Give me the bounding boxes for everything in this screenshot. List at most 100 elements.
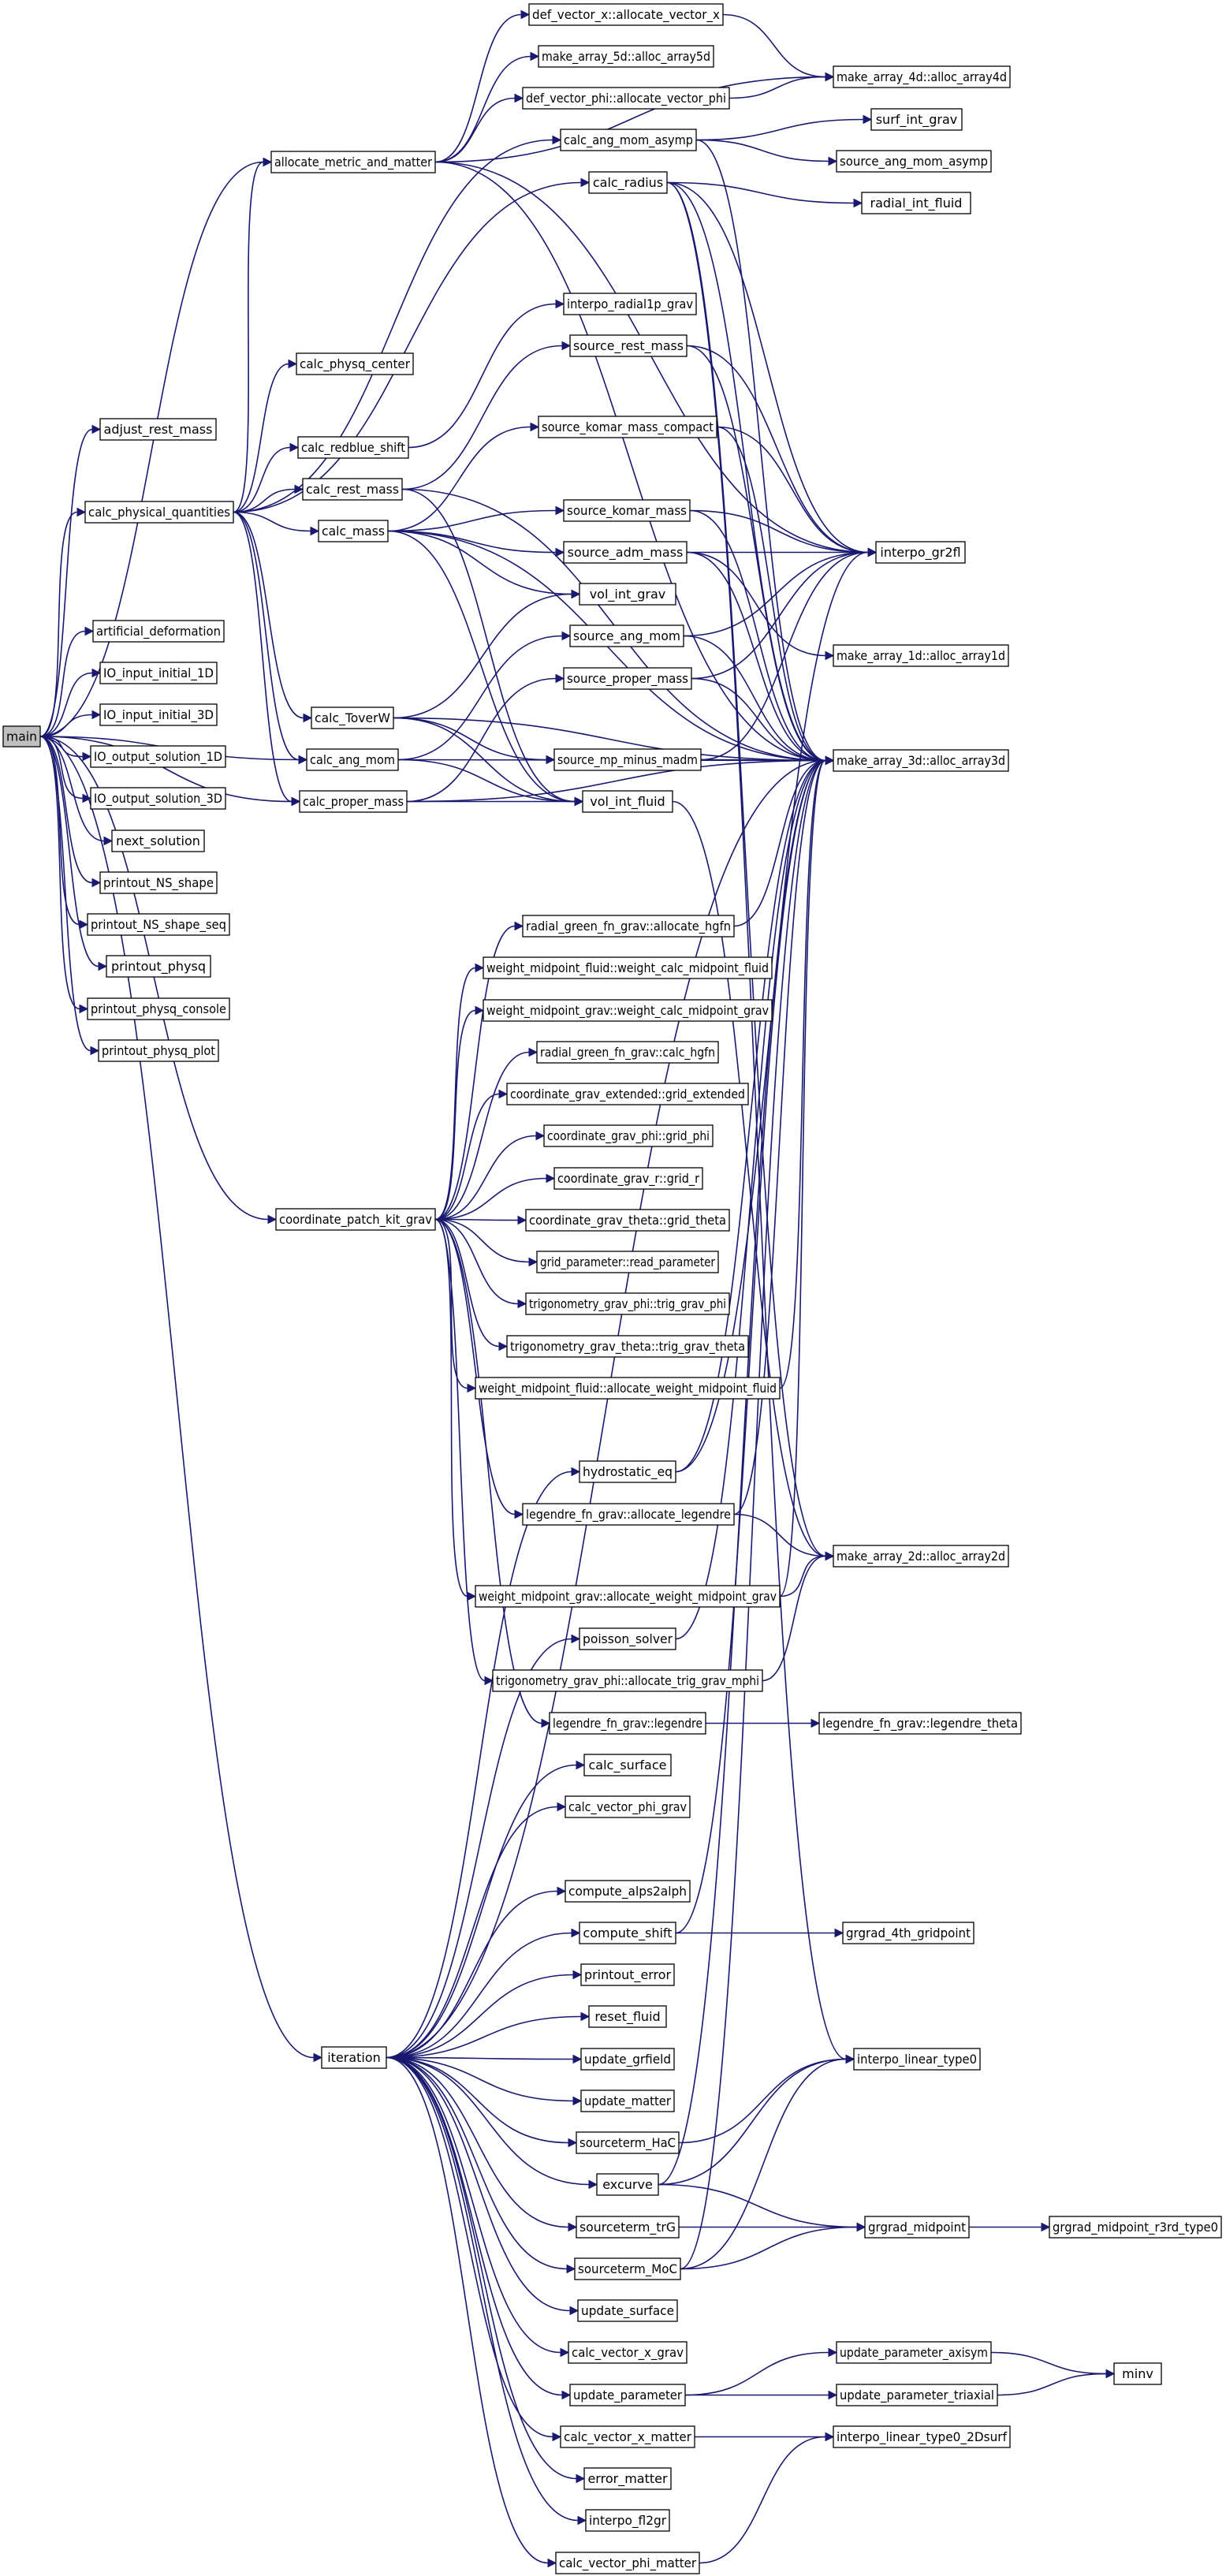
call-edge [393,589,581,719]
call-graph-node-io-input-initial-3d[interactable]: IO_input_initial_3D [99,703,218,726]
call-graph-node-update-grfield[interactable]: update_grfield [580,2048,675,2071]
call-graph-node-calc-ang-mom-asymp[interactable]: calc_ang_mom_asymp [560,129,697,151]
call-graph-node-calc-proper-mass[interactable]: calc_proper_mass [299,790,408,813]
call-graph-node-radial-int-fluid[interactable]: radial_int_fluid [861,192,971,214]
call-graph-node-calc-rest-mass[interactable]: calc_rest_mass [302,478,403,501]
call-graph-node-coordinate-patch-kit-grav[interactable]: coordinate_patch_kit_grav [275,1208,436,1231]
call-graph-node-printout-physq[interactable]: printout_physq [106,955,211,978]
call-graph-node-tgp-alloc[interactable]: trigonometry_grav_phi::allocate_trig_gra… [492,1669,763,1692]
call-graph-node-rgf-allocate-hgfn[interactable]: radial_green_fn_grav::allocate_hgfn [522,915,735,938]
call-graph-node-adjust-rest-mass[interactable]: adjust_rest_mass [99,418,217,441]
call-graph-node-interpo-radial1p-grav[interactable]: interpo_radial1p_grav [563,293,697,315]
call-graph-node-io-input-initial-1d[interactable]: IO_input_initial_1D [99,662,218,684]
call-graph-node-tgp-trig[interactable]: trigonometry_grav_phi::trig_grav_phi [525,1292,730,1315]
call-graph-node-cgp-grid[interactable]: coordinate_grav_phi::grid_phi [543,1124,714,1147]
call-graph-node-io-output-solution-3d[interactable]: IO_output_solution_3D [90,787,226,810]
call-graph-node-allocate-metric-and-matter[interactable]: allocate_metric_and_matter [270,151,436,173]
call-graph-node-calc-vector-x-grav[interactable]: calc_vector_x_grav [568,2341,688,2364]
call-graph-node-def-vector-phi[interactable]: def_vector_phi::allocate_vector_phi [522,87,730,110]
call-graph-node-calc-vector-phi-grav[interactable]: calc_vector_phi_grav [565,1795,691,1818]
call-graph-node-make-array-4d[interactable]: make_array_4d::alloc_array4d [833,65,1011,88]
call-graph-node-calc-physical-quantities[interactable]: calc_physical_quantities [84,501,234,524]
call-graph-node-io-output-solution-1d[interactable]: IO_output_solution_1D [90,745,226,768]
call-graph-node-update-parameter-axisym[interactable]: update_parameter_axisym [836,2341,992,2364]
call-graph-node-make-array-3d[interactable]: make_array_3d::alloc_array3d [833,749,1009,772]
call-graph-node-wmf-calc[interactable]: weight_midpoint_fluid::weight_calc_midpo… [483,956,773,979]
call-graph-node-calc-surface[interactable]: calc_surface [583,1754,672,1776]
call-graph-node-lfg-theta[interactable]: legendre_fn_grav::legendre_theta [818,1712,1022,1735]
call-graph-node-source-komar-mass[interactable]: source_komar_mass [563,499,691,522]
call-graph-node-printout-physq-plot[interactable]: printout_physq_plot [98,1039,219,1062]
call-graph-node-interpo-fl2gr[interactable]: interpo_fl2gr [585,2509,670,2532]
call-graph-node-source-komar-mass-compact[interactable]: source_komar_mass_compact [538,416,717,438]
call-graph-node-printout-error[interactable]: printout_error [580,1963,675,1986]
call-graph-node-vol-int-fluid[interactable]: vol_int_fluid [582,790,673,813]
call-graph-node-calc-ang-mom[interactable]: calc_ang_mom [306,748,399,771]
call-graph-node-make-array-1d[interactable]: make_array_1d::alloc_array1d [833,644,1009,667]
call-graph-node-tgt-trig[interactable]: trigonometry_grav_theta::trig_grav_theta [506,1335,749,1358]
node-box [296,352,414,375]
call-graph-node-lfg-legendre[interactable]: legendre_fn_grav::legendre [549,1712,706,1735]
call-graph-node-excurve[interactable]: excurve [596,2173,659,2196]
call-graph-node-rgf-calc-hgfn[interactable]: radial_green_fn_grav::calc_hgfn [536,1041,719,1064]
call-graph-node-interpo-linear-type0[interactable]: interpo_linear_type0 [853,2048,981,2071]
call-graph-node-def-vector-x[interactable]: def_vector_x::allocate_vector_x [528,3,724,26]
call-graph-node-interpo-gr2fl[interactable]: interpo_gr2fl [875,541,966,564]
call-graph-node-make-array-5d[interactable]: make_array_5d::alloc_array5d [538,45,714,68]
call-graph-node-next-solution[interactable]: next_solution [111,829,205,852]
call-graph-node-source-rest-mass[interactable]: source_rest_mass [569,334,688,357]
call-graph-node-cge-grid[interactable]: coordinate_grav_extended::grid_extended [506,1083,749,1105]
call-graph-node-update-matter[interactable]: update_matter [580,2090,675,2112]
call-graph-node-update-surface[interactable]: update_surface [577,2299,678,2322]
call-graph-node-iteration[interactable]: iteration [321,2046,387,2069]
call-graph-node-calc-vector-x-matter[interactable]: calc_vector_x_matter [560,2425,695,2448]
call-graph-node-update-parameter-triaxial[interactable]: update_parameter_triaxial [836,2384,998,2406]
call-graph-node-calc-radius[interactable]: calc_radius [588,171,668,194]
call-graph-node-wmg-calc[interactable]: weight_midpoint_grav::weight_calc_midpoi… [483,999,773,1022]
call-graph-node-sourceterm-trg[interactable]: sourceterm_trG [576,2216,680,2239]
call-graph-node-calc-mass[interactable]: calc_mass [318,520,389,542]
node-label: weight_midpoint_grav::allocate_weight_mi… [479,1589,777,1605]
call-graph-node-grgrad-midpoint[interactable]: grgrad_midpoint [864,2216,970,2239]
call-graph-node-make-array-2d[interactable]: make_array_2d::alloc_array2d [833,1545,1009,1568]
call-graph-node-wmf-alloc[interactable]: weight_midpoint_fluid::allocate_weight_m… [475,1377,781,1400]
call-graph-node-artificial-deformation[interactable]: artificial_deformation [92,620,225,643]
call-graph-node-grgrad-4th-gridpoint[interactable]: grgrad_4th_gridpoint [842,1922,974,1944]
call-graph-node-compute-shift[interactable]: compute_shift [579,1922,676,1944]
call-graph-node-calc-toverw[interactable]: calc_ToverW [311,706,394,729]
call-graph-node-compute-alps2alph[interactable]: compute_alps2alph [565,1880,691,1903]
call-graph-node-grgrad-midpoint-r3rd-type0[interactable]: grgrad_midpoint_r3rd_type0 [1049,2216,1222,2239]
call-graph-node-error-matter[interactable]: error_matter [583,2467,672,2490]
node-box [553,1167,703,1190]
call-graph-node-source-adm-mass[interactable]: source_adm_mass [563,541,688,564]
call-graph-node-hydrostatic-eq[interactable]: hydrostatic_eq [579,1460,676,1483]
call-graph-node-calc-physq-center[interactable]: calc_physq_center [296,352,414,375]
call-graph-node-vol-int-grav[interactable]: vol_int_grav [579,583,676,606]
node-label: calc_mass [322,524,385,539]
node-label: printout_NS_shape [103,875,214,891]
call-graph-node-reset-fluid[interactable]: reset_fluid [588,2005,667,2028]
node-label: source_proper_mass [567,671,688,687]
call-graph-node-grid-parameter[interactable]: grid_parameter::read_parameter [536,1251,719,1273]
call-graph-node-source-ang-mom[interactable]: source_ang_mom [569,624,684,647]
call-graph-node-calc-redblue-shift[interactable]: calc_redblue_shift [297,436,409,459]
call-graph-node-calc-vector-phi-matter[interactable]: calc_vector_phi_matter [555,2552,700,2574]
call-graph-node-cgt-grid[interactable]: coordinate_grav_theta::grid_theta [525,1209,730,1232]
call-graph-node-main[interactable]: main [2,725,41,747]
call-graph-node-source-proper-mass[interactable]: source_proper_mass [563,667,692,690]
call-graph-node-wmg-alloc[interactable]: weight_midpoint_grav::allocate_weight_mi… [475,1585,781,1608]
call-graph-node-source-ang-mom-asymp[interactable]: source_ang_mom_asymp [836,150,992,173]
call-graph-node-printout-physq-console[interactable]: printout_physq_console [87,997,230,1020]
call-graph-node-surf-int-grav[interactable]: surf_int_grav [870,108,963,131]
call-graph-node-printout-ns-shape-seq[interactable]: printout_NS_shape_seq [87,913,230,936]
call-graph-node-printout-ns-shape[interactable]: printout_NS_shape [99,871,218,894]
call-graph-node-lfg-alloc[interactable]: legendre_fn_grav::allocate_legendre [522,1503,735,1526]
call-graph-node-minv[interactable]: minv [1113,2362,1162,2385]
call-graph-node-sourceterm-hac[interactable]: sourceterm_HaC [576,2131,680,2154]
call-graph-node-interpo-linear-type0-2dsurf[interactable]: interpo_linear_type0_2Dsurf [833,2425,1011,2448]
call-graph-node-poisson-solver[interactable]: poisson_solver [579,1627,676,1650]
call-graph-node-source-mp-minus-madm[interactable]: source_mp_minus_madm [553,748,702,771]
call-graph-node-sourceterm-moc[interactable]: sourceterm_MoC [574,2257,681,2280]
call-graph-node-update-parameter[interactable]: update_parameter [569,2384,686,2406]
call-graph-node-cgr-grid[interactable]: coordinate_grav_r::grid_r [553,1167,703,1190]
